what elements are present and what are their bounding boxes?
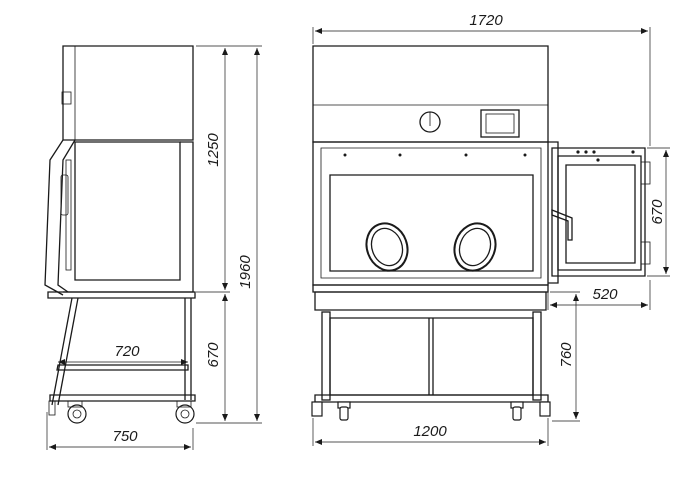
front-dimensions: 1720 670 520 760 1200 (312, 12, 670, 446)
hinge-icon (640, 161, 651, 185)
hinge-icon (640, 241, 651, 265)
side-stand-shelf (56, 364, 189, 371)
side-sloped-front (44, 139, 64, 296)
dim-side-total-height: 1960 (237, 255, 254, 289)
dim-passbox-width: 520 (592, 286, 618, 303)
wheel-icon (339, 406, 349, 421)
control-panel-icon (61, 91, 72, 105)
dim-side-total-width: 750 (112, 428, 138, 445)
pass-box-window (565, 164, 636, 264)
front-worksurface (312, 284, 549, 293)
dim-side-inner-width: 720 (114, 343, 140, 360)
side-stand-base (49, 394, 196, 402)
dim-side-lower-height: 670 (205, 342, 222, 368)
screw-row (343, 153, 527, 157)
front-stand-top (314, 291, 547, 311)
dim-front-total-width: 1720 (469, 12, 503, 29)
front-body (312, 141, 549, 286)
dim-front-lower-height: 760 (558, 342, 575, 368)
pass-box-frame (551, 147, 646, 277)
side-worksurface (47, 291, 196, 299)
side-dimensions: 1250 1960 670 720 750 (46, 45, 262, 450)
wheel-icon (175, 404, 195, 424)
front-window (329, 174, 534, 272)
dim-side-upper-height: 1250 (205, 133, 222, 167)
front-stand-cabinet (329, 317, 534, 396)
side-handle-icon (60, 174, 69, 216)
pass-box-handle-icon (551, 209, 573, 241)
glove-port-right-icon (453, 222, 497, 272)
front-stand-base (314, 394, 549, 403)
pass-box (548, 141, 651, 284)
touch-screen-icon (480, 109, 520, 138)
front-view (311, 45, 551, 421)
dim-passbox-height: 670 (649, 199, 666, 225)
side-view (44, 45, 196, 424)
glove-port-left-icon (365, 222, 409, 272)
dim-front-body-width: 1200 (413, 423, 447, 440)
wheel-icon (512, 406, 522, 421)
leveling-foot (311, 401, 323, 417)
side-window (74, 141, 181, 281)
leveling-foot (539, 401, 551, 417)
leveling-foot (48, 400, 56, 416)
front-top-housing (312, 45, 549, 143)
wheel-icon (67, 404, 87, 424)
side-top-cabinet (62, 45, 194, 141)
